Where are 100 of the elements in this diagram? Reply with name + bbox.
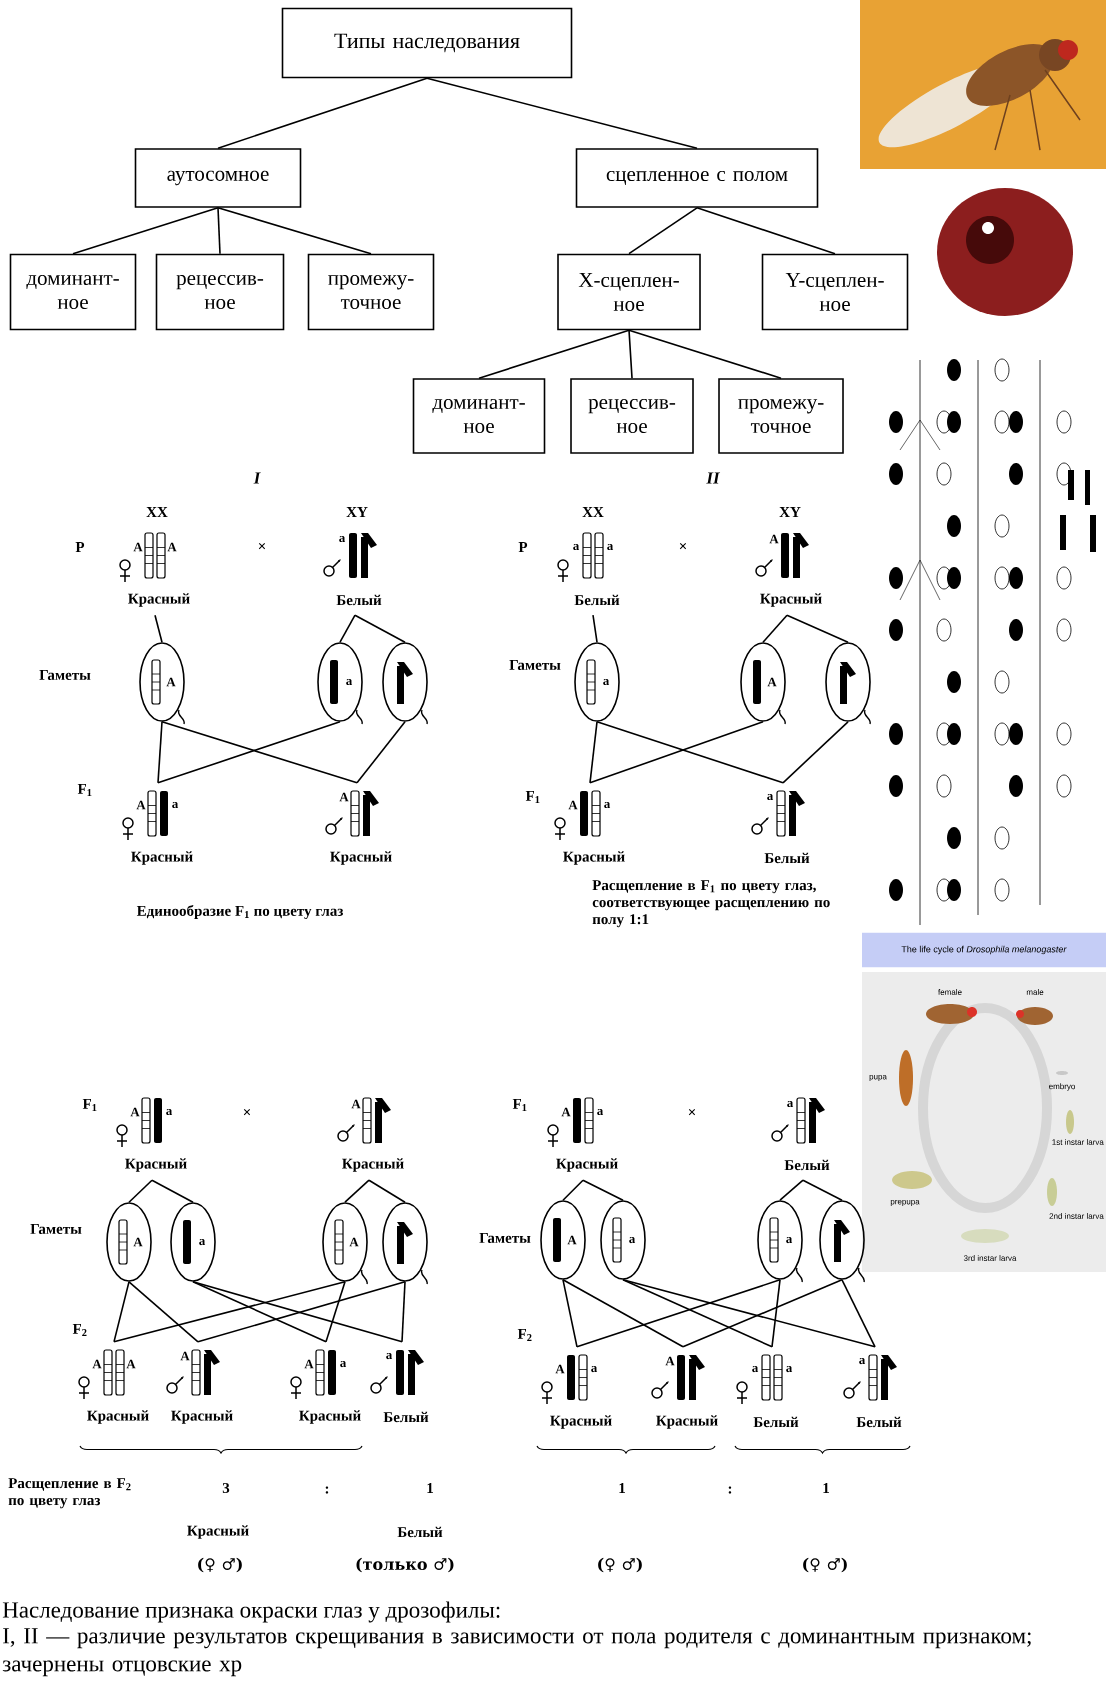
phenotype-label: Красный — [550, 1415, 612, 1429]
allele-label: A — [339, 792, 349, 802]
allele-label: a — [629, 1236, 636, 1244]
generation-label: F$_{1}$ — [77, 784, 92, 796]
row-label: Гаметы — [30, 1224, 82, 1234]
connector-line — [325, 1281, 346, 1343]
ratio-number: 1 — [823, 1483, 829, 1493]
phenotype-label: Белый — [784, 1159, 830, 1171]
phenotype-label: Красный — [330, 851, 392, 865]
connector-line — [217, 207, 221, 255]
allele-label: A — [349, 1237, 359, 1247]
generation-label: F$_{1}$ — [525, 791, 540, 803]
connector-line — [154, 614, 163, 643]
generation-label: F$_{2}$ — [72, 1324, 87, 1336]
phenotype-label: Белый — [574, 594, 620, 606]
allele-label: A — [136, 800, 146, 810]
type-box: X-сцеплен- ное — [557, 253, 701, 331]
phenotype-label: Красный — [87, 1410, 149, 1424]
chromosome-label: XY — [779, 507, 801, 517]
cross-sign: × — [679, 542, 687, 550]
ratio-sign: : — [728, 1486, 732, 1494]
allele-label: a — [767, 793, 774, 801]
connector-line — [576, 1279, 781, 1348]
connector-line — [582, 1179, 624, 1201]
stage-label: prepupa — [890, 1200, 920, 1206]
note: Расщепление в F$_{1}$ по цвету глаз, соответствующее расщеплению по полу 1:1 — [592, 880, 830, 928]
allele-label: a — [199, 1238, 206, 1246]
phenotype-label: Белый — [383, 1411, 429, 1423]
chromosome-label: XY — [346, 507, 368, 517]
allele-label: A — [665, 1356, 675, 1366]
ratio-sign: : — [325, 1486, 329, 1494]
allele-label: A — [166, 677, 176, 687]
phenotype-label: Красный — [563, 851, 625, 865]
allele-label: A — [133, 1237, 143, 1247]
chromosome-label: XX — [146, 507, 168, 517]
sex-label: (♀ ♂) — [198, 1557, 242, 1573]
allele-label: A — [568, 800, 578, 810]
connector-line — [157, 721, 163, 784]
connector-line — [622, 1279, 773, 1348]
connector-line — [72, 207, 219, 255]
connector-line — [779, 1179, 804, 1201]
connector-line — [401, 1281, 406, 1343]
phenotype-label: Красный — [171, 1410, 233, 1424]
generation-label: P — [75, 542, 85, 552]
note: Расщепление в F$_{2}$ по цвету глаз — [8, 1478, 131, 1509]
phenotype-label: Красный — [128, 593, 190, 607]
phenotype-label: Красный — [187, 1525, 249, 1539]
roman-numeral: II — [706, 472, 721, 484]
phenotype-label: Красный — [131, 851, 193, 865]
connector-line — [628, 329, 633, 379]
allele-label: a — [573, 543, 580, 551]
connector-line — [151, 1179, 194, 1203]
phenotype-label: Белый — [336, 594, 382, 606]
phenotype-label: Красный — [556, 1158, 618, 1172]
connector-line — [426, 77, 698, 149]
connector-line — [562, 1179, 584, 1201]
allele-label: A — [351, 1099, 361, 1109]
allele-label: a — [591, 1365, 598, 1373]
row-label: Гаметы — [509, 660, 561, 670]
generation-label: P — [518, 542, 528, 552]
connector-line — [217, 77, 428, 149]
connector-line — [217, 207, 372, 255]
type-box: аутосомное — [134, 148, 302, 208]
phenotype-label: Белый — [397, 1526, 443, 1538]
connector-line — [113, 1281, 130, 1343]
connector-line — [368, 1179, 406, 1203]
allele-label: a — [603, 678, 610, 686]
connector-line — [356, 721, 406, 784]
connector-line — [771, 1279, 781, 1348]
phenotype-label: Белый — [856, 1416, 902, 1428]
allele-label: A — [561, 1107, 571, 1117]
connector-line — [339, 614, 356, 643]
stage-label: pupa — [869, 1075, 887, 1081]
connector-line — [782, 721, 849, 784]
title-band: The life cycle of Drosophila melanogaster — [862, 932, 1106, 968]
allele-label: A — [133, 542, 143, 552]
ratio-number: 1 — [427, 1483, 433, 1493]
allele-label: a — [607, 543, 614, 551]
type-box: доминант- ное — [412, 378, 546, 454]
allele-label: a — [166, 1108, 173, 1116]
sex-label: (только ♂) — [356, 1557, 454, 1573]
allele-label: A — [167, 542, 177, 552]
type-box: рецессив- ное — [155, 253, 285, 331]
type-box: доминант- ное — [9, 253, 137, 331]
generation-label: F$_{1}$ — [82, 1099, 97, 1111]
connector-line — [628, 329, 782, 379]
connector-line — [478, 329, 630, 379]
type-box: промежу- точное — [307, 253, 435, 331]
note: Единообразие F$_{1}$ по цвету глаз — [136, 905, 343, 919]
allele-label: a — [859, 1357, 866, 1365]
connector-line — [628, 207, 698, 255]
type-box: Y-сцеплен- ное — [761, 253, 909, 331]
connector-line — [344, 1179, 370, 1203]
type-box: промежу- точное — [718, 378, 844, 454]
connector-line — [113, 1281, 346, 1343]
phenotype-label: Красный — [125, 1158, 187, 1172]
phenotype-label: Красный — [656, 1415, 718, 1429]
allele-label: A — [92, 1359, 102, 1369]
allele-label: A — [767, 677, 777, 687]
allele-label: A — [304, 1359, 314, 1369]
